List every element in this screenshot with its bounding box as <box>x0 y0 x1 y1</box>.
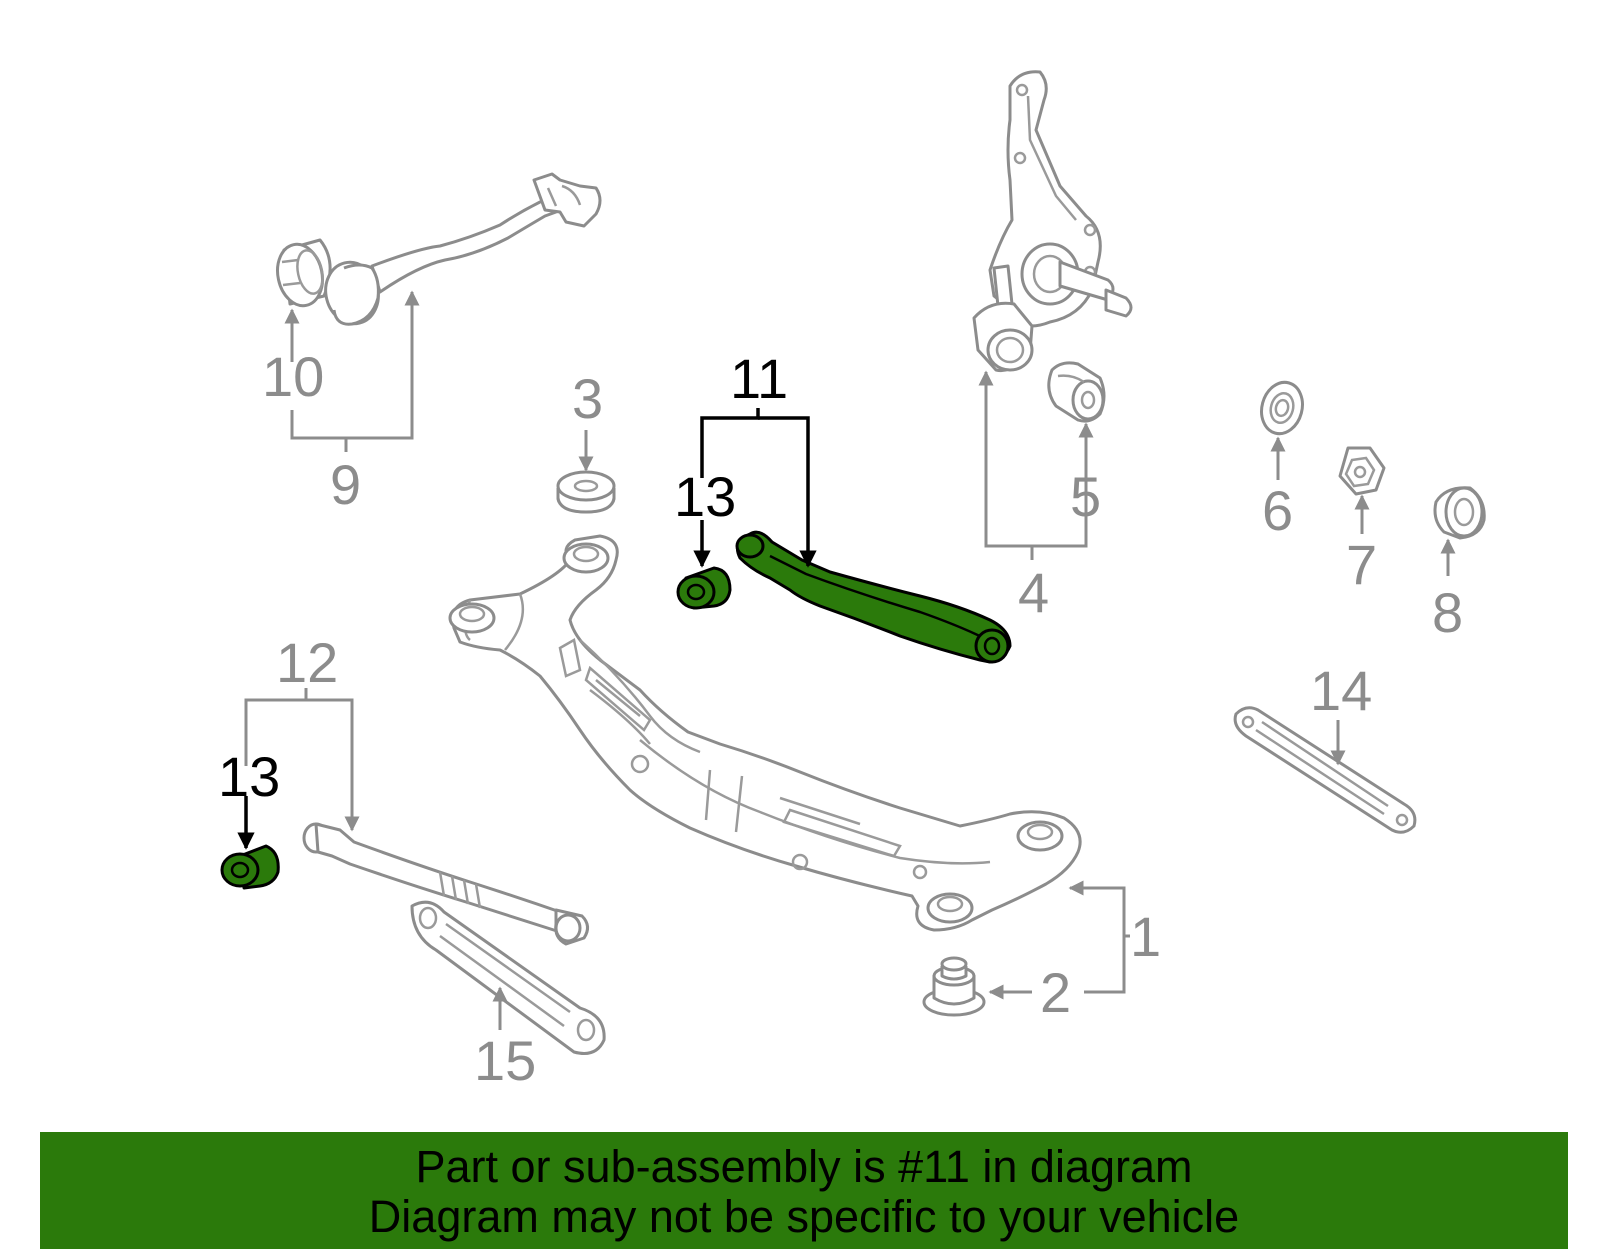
callout-8: 8 <box>1432 581 1463 644</box>
callout-1: 1 <box>1130 905 1161 968</box>
part-7-nut[interactable] <box>1338 446 1386 496</box>
callout-6: 6 <box>1262 479 1293 542</box>
callout-10: 10 <box>262 345 324 408</box>
part-15-link-bar[interactable] <box>410 900 606 1055</box>
callout-13-lower: 13 <box>218 745 280 808</box>
callout-13-upper: 13 <box>674 465 736 528</box>
callout-5: 5 <box>1070 465 1101 528</box>
part-9-upper-arm[interactable] <box>319 172 602 329</box>
callout-9: 9 <box>330 453 361 516</box>
callout-12: 12 <box>276 631 338 694</box>
part-8-bushing[interactable] <box>1433 486 1486 540</box>
part-1-crossmember[interactable] <box>448 534 1082 932</box>
callout-14: 14 <box>1310 659 1372 722</box>
part-6-washer[interactable] <box>1256 378 1308 439</box>
info-banner: Part or sub-assembly is #11 in diagram D… <box>40 1132 1568 1249</box>
banner-disclaimer: Diagram may not be specific to your vehi… <box>368 1191 1240 1242</box>
banner-part-note: Part or sub-assembly is #11 in diagram <box>415 1141 1193 1192</box>
part-3-washer[interactable] <box>556 470 616 514</box>
callout-3: 3 <box>572 367 603 430</box>
callout-15: 15 <box>474 1029 536 1092</box>
part-13-bushing-upper[interactable] <box>676 566 732 610</box>
part-5-bushing[interactable] <box>1047 361 1106 423</box>
part-10-bushing[interactable] <box>272 238 332 310</box>
part-4-knuckle[interactable] <box>972 70 1133 373</box>
callout-labels: 1 2 3 4 5 6 7 8 9 10 11 12 13 13 14 15 <box>218 345 1463 1092</box>
part-12-lateral-link[interactable] <box>302 822 589 946</box>
callout-leaders <box>237 290 1456 1030</box>
callout-4: 4 <box>1018 561 1049 624</box>
part-11-control-arm[interactable] <box>735 530 1012 664</box>
callout-7: 7 <box>1346 533 1377 596</box>
part-2-mount-bushing[interactable] <box>922 956 986 1017</box>
callout-11: 11 <box>730 347 788 410</box>
part-14-link-bar[interactable] <box>1233 706 1417 834</box>
callout-2: 2 <box>1040 961 1071 1024</box>
part-13-bushing-lower[interactable] <box>220 844 280 890</box>
